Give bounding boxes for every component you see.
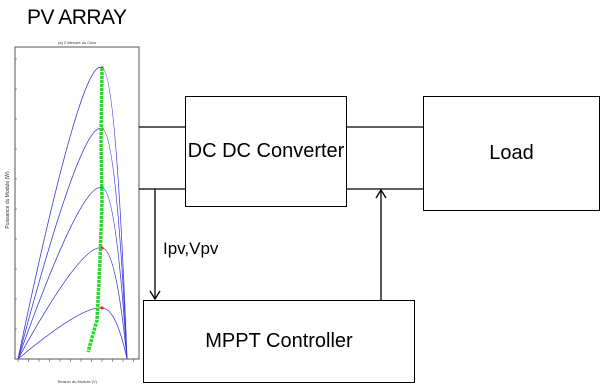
pv-curve	[17, 307, 128, 360]
sense-arrowhead	[149, 290, 161, 301]
plot-xlabel: Tension du Module (V)	[57, 379, 98, 384]
plot-y-ticks	[15, 58, 17, 360]
mpp-point	[100, 306, 104, 310]
plot-curves	[17, 66, 128, 360]
load-label: Load	[489, 142, 534, 164]
mpp-tracking-path	[86, 67, 104, 353]
load-block: Load	[423, 96, 600, 211]
control-arrowhead	[375, 188, 387, 199]
plot-ylabel: Puissance du Module (W)	[5, 171, 11, 229]
ipv-vpv-signal-label: Ipv,Vpv	[163, 239, 219, 258]
plot-x-ticks	[17, 359, 134, 362]
plot-title: (a) 2 Mesure du Ciclo	[58, 40, 97, 45]
dc-dc-converter-label: DC DC Converter	[187, 140, 345, 162]
mppt-controller-label: MPPT Controller	[205, 330, 353, 352]
mppt-controller-block: MPPT Controller	[143, 300, 415, 383]
pv-power-voltage-plot: (a) 2 Mesure du Ciclo Puissance du Modul…	[5, 40, 140, 384]
pv-array-title: PV ARRAY	[27, 6, 127, 29]
dc-dc-converter-block: DC DC Converter	[185, 96, 347, 207]
plot-frame	[14, 46, 140, 360]
